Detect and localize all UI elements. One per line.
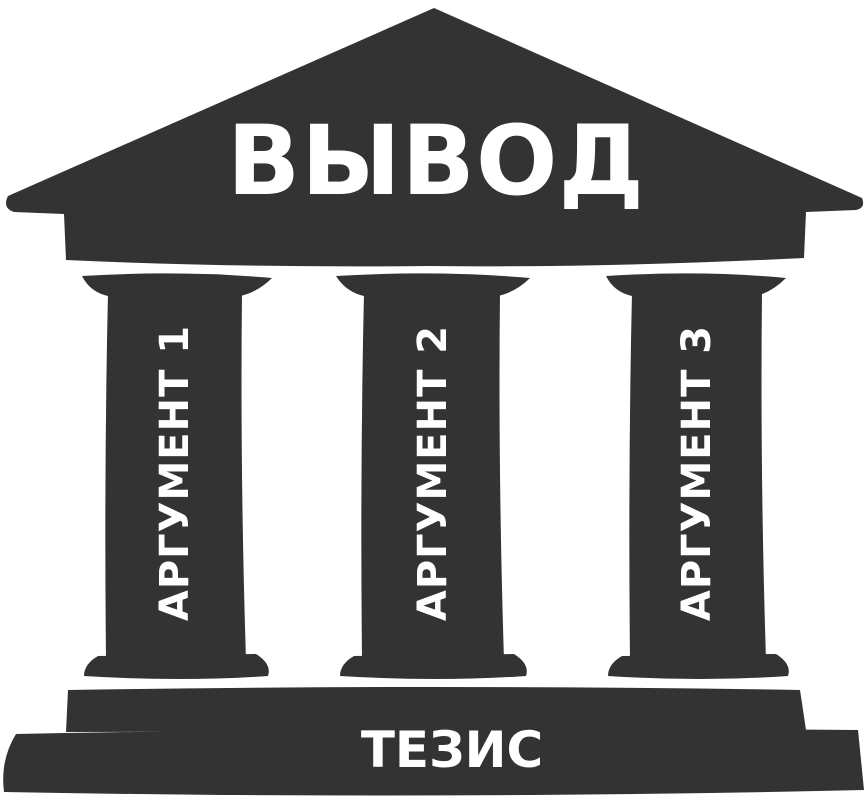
column-2-capital: [336, 273, 530, 296]
column-3-label: АРГУМЕНТ 3: [674, 325, 720, 621]
column-1: АРГУМЕНТ 1: [82, 273, 272, 679]
roof-label: ВЫВОД: [227, 105, 645, 217]
column-1-capital: [82, 273, 272, 296]
roof-pediment: [6, 8, 864, 267]
base-slab: [3, 728, 864, 796]
roof: ВЫВОД: [6, 8, 864, 267]
column-3-capital: [606, 273, 786, 296]
column-3-foot: [608, 654, 789, 679]
column-1-shaft: [105, 292, 246, 660]
column-3-shaft: [629, 292, 766, 660]
column-1-label: АРГУМЕНТ 1: [152, 325, 198, 621]
column-2-foot: [340, 654, 527, 679]
column-2-label: АРГУМЕНТ 2: [410, 325, 456, 621]
base-label: ТЕЗИС: [361, 721, 543, 779]
base-step: [66, 687, 806, 732]
column-2: АРГУМЕНТ 2: [336, 273, 530, 679]
base: ТЕЗИС: [3, 687, 864, 796]
column-3: АРГУМЕНТ 3: [606, 273, 789, 679]
column-2-shaft: [361, 292, 504, 660]
column-1-foot: [84, 654, 269, 679]
